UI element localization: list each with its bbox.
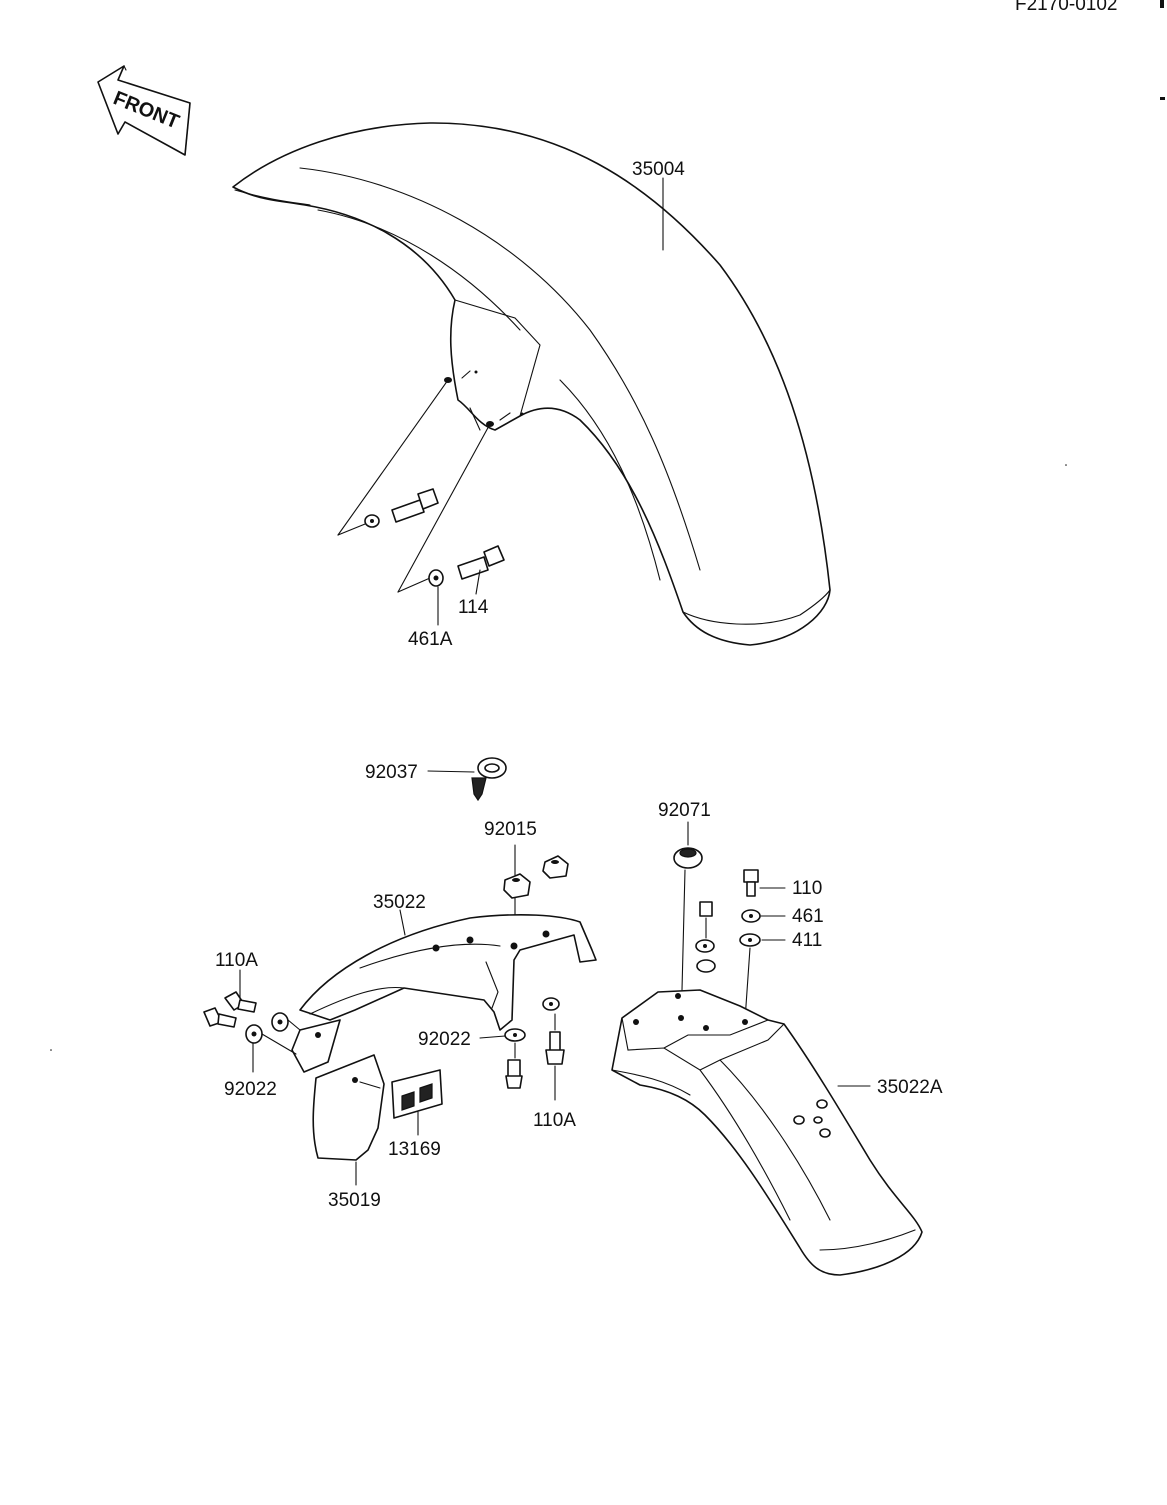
- callout-92037: 92037: [365, 762, 418, 783]
- callout-110A-mid: 110A: [533, 1110, 576, 1131]
- bolt-110: [743, 869, 759, 897]
- rear-fender-front-35022: [291, 913, 597, 1073]
- washer-92022-left: [245, 1012, 301, 1055]
- callout-461: 461: [792, 906, 824, 927]
- drawing-number: F2170-0102: [1015, 0, 1117, 15]
- rear-fender-rear-35022A: [611, 989, 923, 1276]
- nut-92015-a: [503, 873, 531, 899]
- callout-461A: 461A: [408, 629, 453, 650]
- callout-114: 114: [458, 597, 489, 618]
- callout-92022-mid: 92022: [418, 1029, 471, 1050]
- nut-92015-b: [542, 855, 569, 879]
- callout-92015: 92015: [484, 819, 537, 840]
- callout-35004: 35004: [632, 159, 685, 180]
- bolt-110A-mid-left: [505, 1059, 523, 1089]
- bolt-small-center: [695, 901, 716, 973]
- callout-35019: 35019: [328, 1190, 381, 1211]
- washer-92022-mid: [504, 997, 560, 1042]
- callout-411: 411: [792, 930, 822, 951]
- print-speck: [50, 1049, 52, 1051]
- callout-110: 110: [792, 878, 822, 899]
- bolt-114-upper: [337, 379, 449, 536]
- callout-35022A: 35022A: [877, 1077, 943, 1098]
- callout-110A-left: 110A: [215, 950, 258, 971]
- front-arrow-icon: FRONT: [97, 65, 191, 156]
- bolt-110A-left-upper: [224, 991, 257, 1013]
- bolt-110A-mid-right: [545, 1031, 565, 1065]
- reflector-13169: [391, 1069, 443, 1119]
- front-fender-35004: [232, 122, 831, 646]
- washer-411: [739, 933, 761, 947]
- grommet-92071: [673, 847, 703, 869]
- bolt-110A-left-lower: [203, 1007, 237, 1028]
- washer-461: [741, 909, 761, 923]
- callout-92022-left: 92022: [224, 1079, 277, 1100]
- callout-13169: 13169: [388, 1139, 441, 1160]
- callout-35022: 35022: [373, 892, 426, 913]
- mud-flap-35019: [312, 1054, 385, 1161]
- bolt-114-lower: [397, 423, 505, 626]
- callout-92071: 92071: [658, 800, 711, 821]
- print-speck: [1065, 464, 1067, 466]
- margin-mark-mid: [1160, 97, 1165, 100]
- clamp-92037: [471, 757, 507, 802]
- margin-mark-top: [1160, 0, 1164, 8]
